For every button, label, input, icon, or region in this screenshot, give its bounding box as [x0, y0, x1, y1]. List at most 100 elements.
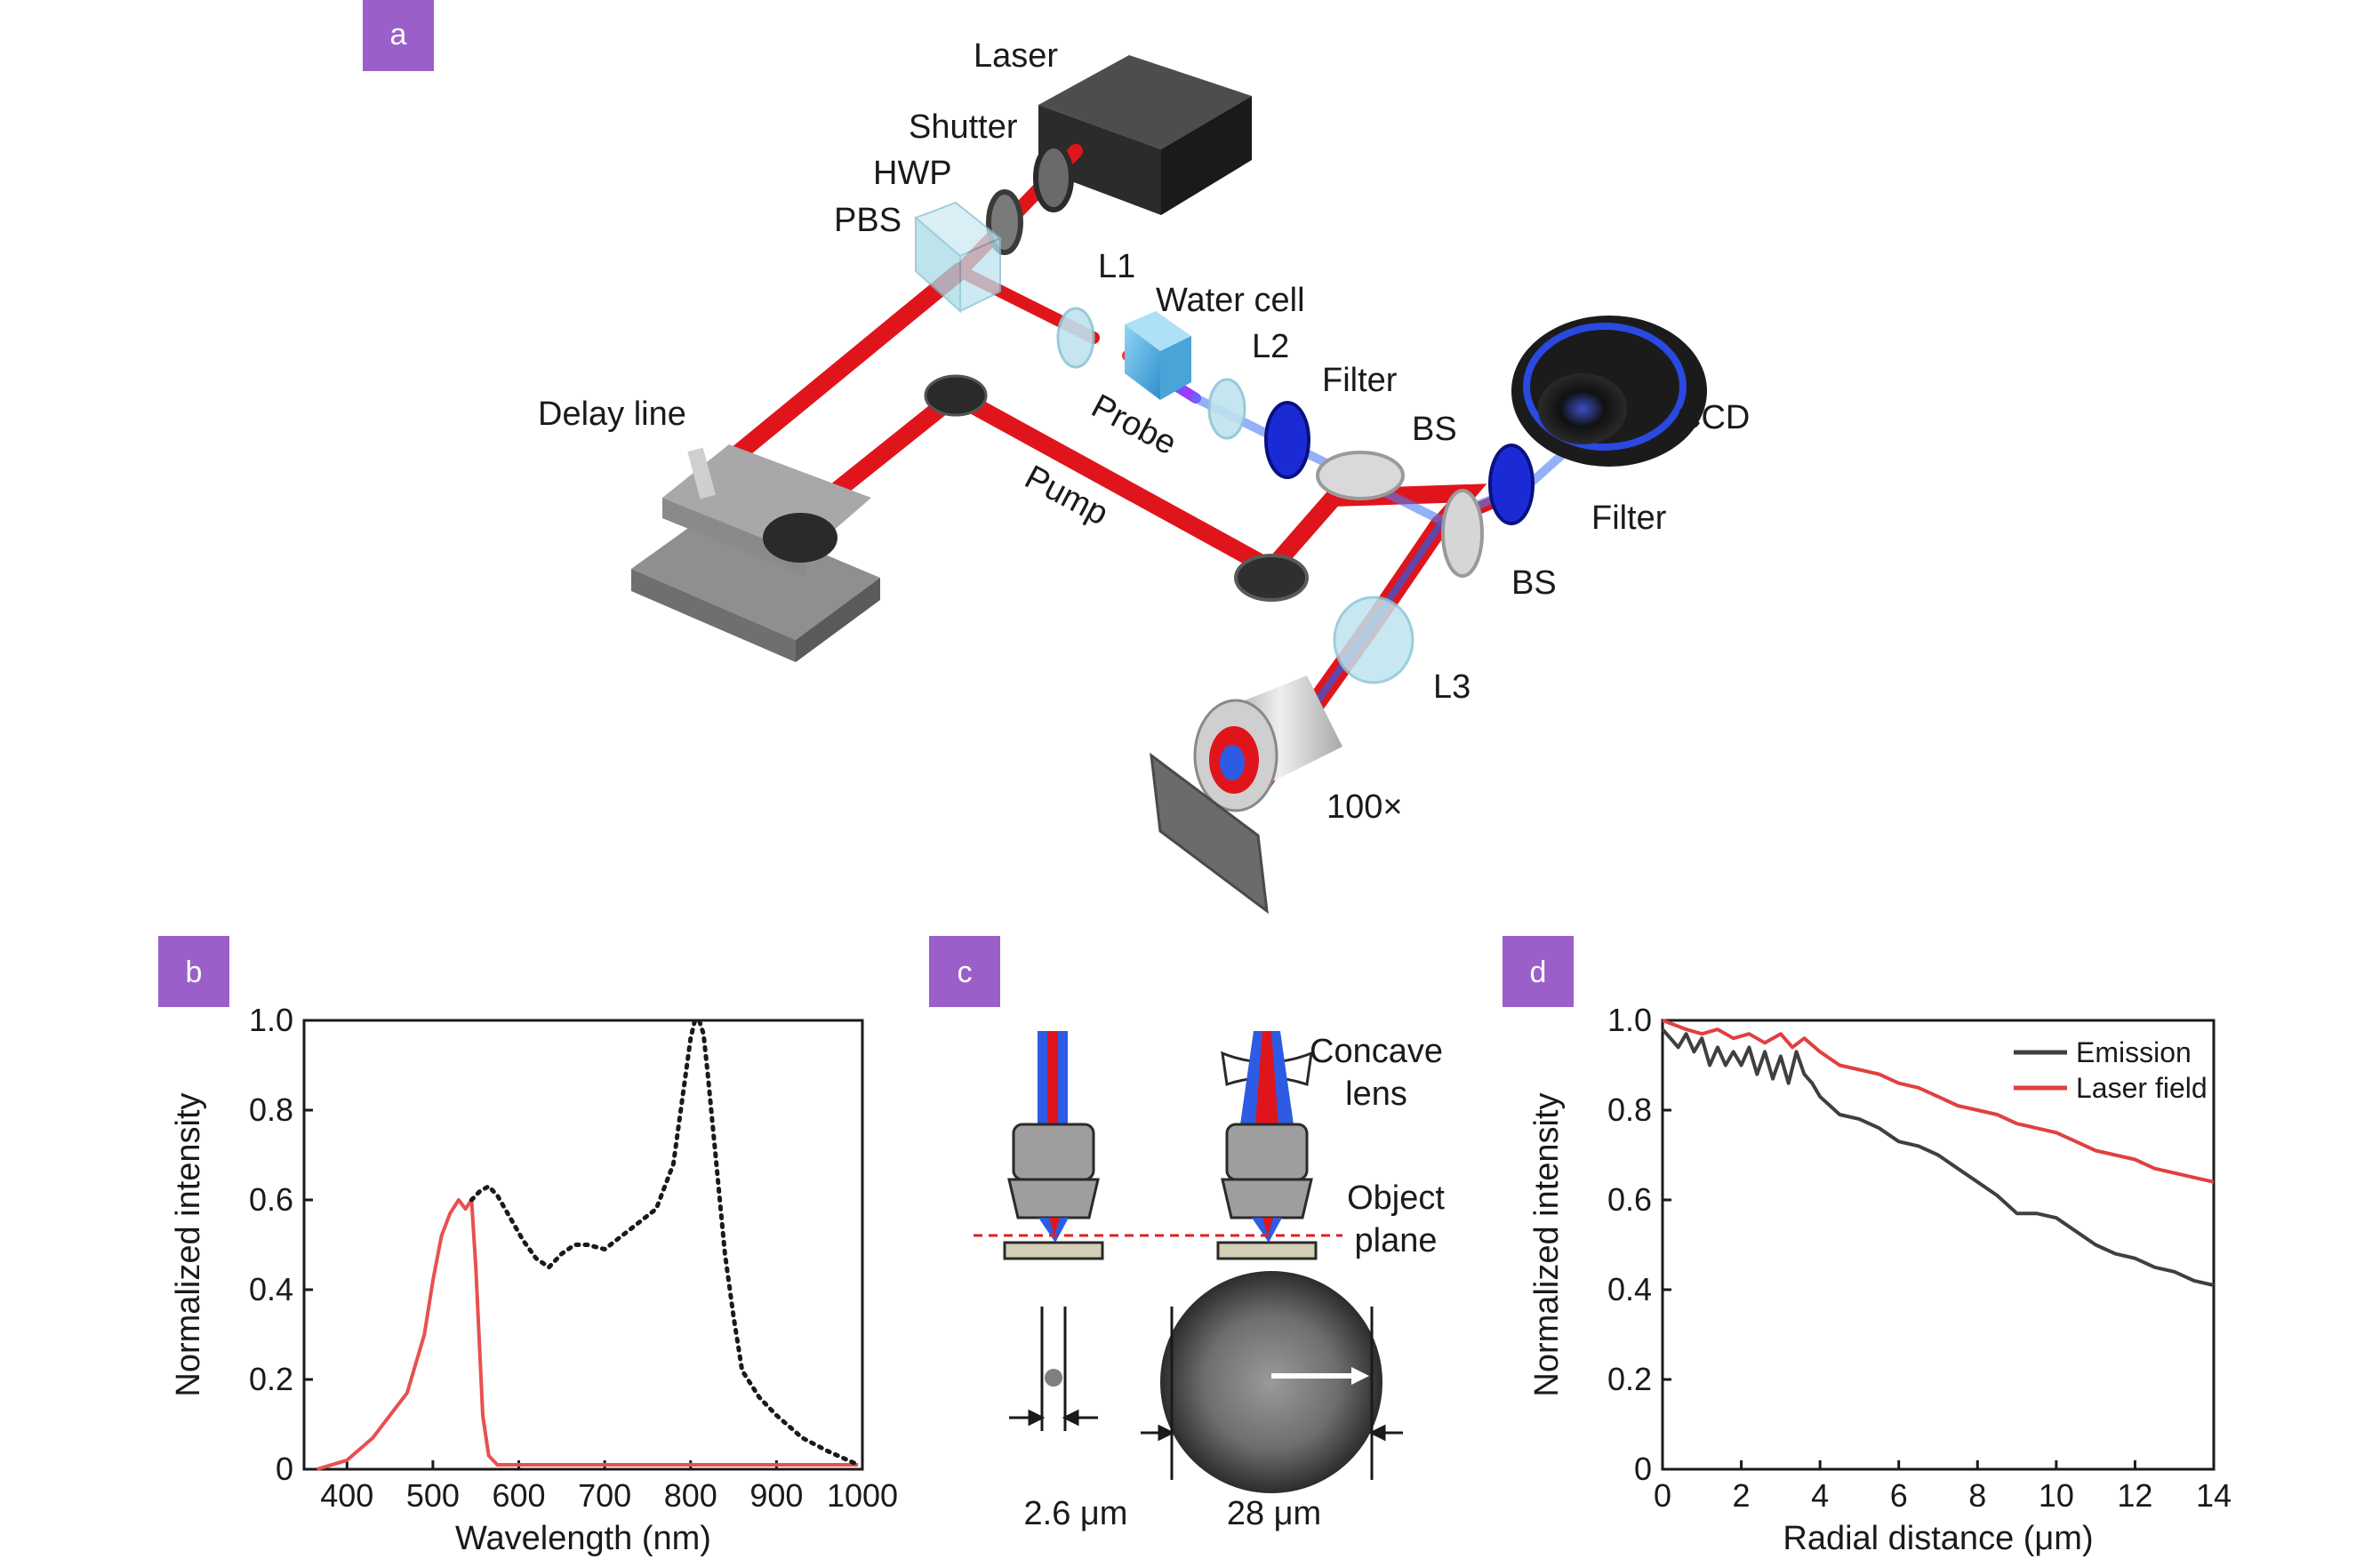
label-size-large: 28 μm	[1227, 1495, 1321, 1532]
label-object-2: plane	[1355, 1222, 1438, 1259]
ccd-camera-icon	[1511, 316, 1707, 467]
x-tick-label: 900	[749, 1477, 803, 1514]
y-tick-label: 0.2	[249, 1361, 293, 1397]
label-delay-line: Delay line	[538, 396, 686, 433]
series-line-emission	[1661, 1027, 2215, 1287]
label-l1: L1	[1098, 248, 1135, 285]
legend-label: Emission	[2076, 1036, 2192, 1068]
label-concave-2: lens	[1345, 1075, 1407, 1113]
x-axis-label: Radial distance (μm)	[1783, 1520, 2093, 1557]
x-tick-label: 800	[664, 1477, 717, 1514]
label-laser: Laser	[974, 37, 1058, 75]
x-tick-label: 12	[2117, 1477, 2152, 1514]
label-bs-right: BS	[1511, 564, 1557, 602]
x-tick-label: 10	[2039, 1477, 2074, 1514]
label-filter-right: Filter	[1591, 500, 1667, 537]
chart-d-frame	[1661, 1019, 2216, 1471]
y-tick-label: 0	[276, 1451, 293, 1487]
x-tick-label: 8	[1968, 1477, 1986, 1514]
label-pbs: PBS	[834, 202, 902, 239]
label-ccd: CCD	[1677, 399, 1750, 436]
objective-100x-icon	[1193, 676, 1342, 812]
water-cell-icon	[1125, 311, 1191, 400]
filter-top-icon	[1264, 401, 1310, 479]
panel-b-label: b	[186, 955, 203, 989]
y-tick-label: 0.2	[1607, 1361, 1652, 1397]
label-probe: Probe	[1086, 388, 1182, 463]
x-tick-label: 2	[1733, 1477, 1751, 1514]
x-axis-label: Wavelength (nm)	[455, 1520, 711, 1557]
label-concave-1: Concave	[1310, 1033, 1443, 1070]
laser-icon	[1038, 55, 1252, 215]
y-axis-label: Normalized intensity	[1528, 1092, 1566, 1396]
label-l2: L2	[1252, 328, 1289, 365]
x-tick-label: 500	[406, 1477, 460, 1514]
beamsplitter-right-icon	[1441, 489, 1484, 578]
y-tick-label: 0.8	[1607, 1091, 1652, 1128]
delay-line-stage-icon	[631, 444, 880, 662]
panel-b-badge	[158, 936, 229, 1007]
focal-spot-icon	[1040, 1307, 1067, 1431]
lens-l3-icon	[1333, 596, 1414, 684]
spectrum-chart: 400 500 600 700 800 900 1000 0 0.2 0.4 0.6 0.8 1.0Wa…	[170, 1002, 898, 1557]
x-tick-label: 6	[1890, 1477, 1908, 1514]
panel-d-label: d	[1530, 955, 1547, 989]
label-size-small: 2.6 μm	[1024, 1495, 1128, 1532]
y-tick-label: 0	[1634, 1451, 1652, 1487]
filter-right-icon	[1488, 444, 1535, 525]
label-objective: 100×	[1326, 788, 1403, 826]
sample-slide-icon	[1216, 1241, 1318, 1260]
shutter-icon	[1033, 143, 1074, 212]
label-object-1: Object	[1347, 1179, 1445, 1217]
y-axis-label: Normalized intensity	[170, 1092, 207, 1396]
x-tick-label: 400	[320, 1477, 373, 1514]
y-tick-label: 0.6	[249, 1181, 293, 1218]
series-line-0	[316, 1198, 859, 1471]
pbs-cube-icon	[914, 201, 1002, 314]
sample-slide-icon	[1003, 1241, 1104, 1260]
legend-label: Laser field	[2076, 1072, 2208, 1104]
focal-spot-icon	[1160, 1271, 1382, 1493]
objective-icon	[1007, 1031, 1100, 1243]
label-bs-top: BS	[1412, 411, 1457, 448]
y-tick-label: 1.0	[249, 1002, 293, 1038]
y-tick-label: 0.4	[249, 1271, 293, 1307]
mirror-icon	[1234, 554, 1309, 602]
label-hwp: HWP	[873, 155, 952, 192]
series-line-laser-field	[1662, 1019, 2215, 1184]
x-tick-label: 0	[1654, 1477, 1671, 1514]
y-tick-label: 1.0	[1607, 1002, 1652, 1038]
x-tick-label: 1000	[827, 1477, 898, 1514]
panel-a-label: a	[390, 18, 407, 52]
panel-a-badge	[363, 0, 434, 71]
x-tick-label: 700	[578, 1477, 631, 1514]
x-tick-label: 4	[1811, 1477, 1829, 1514]
objective-icon	[1221, 1031, 1313, 1243]
label-shutter: Shutter	[909, 108, 1018, 146]
series-line-1	[469, 1018, 861, 1467]
chart-b-frame	[302, 1019, 864, 1471]
panel-d-badge	[1503, 936, 1574, 1007]
x-tick-label: 600	[492, 1477, 545, 1514]
x-tick-label: 14	[2196, 1477, 2232, 1514]
y-tick-label: 0.6	[1607, 1181, 1652, 1218]
mirror-icon	[924, 374, 988, 417]
y-tick-label: 0.8	[249, 1091, 293, 1128]
panel-b: b 400 500 600 700 800 900 1000 0 0.2 0.4 0.6 0.8 1.0…	[158, 936, 898, 1557]
double-arrow-icon	[1141, 1424, 1403, 1442]
double-arrow-icon	[1009, 1409, 1098, 1427]
label-water-cell: Water cell	[1156, 282, 1305, 319]
sample-screen-icon	[1150, 752, 1269, 915]
panel-c: c	[929, 936, 1445, 1532]
panel-c-badge	[929, 936, 1000, 1007]
panel-c-label: c	[958, 955, 973, 989]
lens-l1-icon	[1056, 307, 1095, 369]
panel-a: a	[363, 0, 1750, 915]
label-filter-top: Filter	[1322, 362, 1398, 399]
y-tick-label: 0.4	[1607, 1271, 1652, 1307]
label-l3: L3	[1433, 668, 1470, 706]
lens-l2-icon	[1207, 378, 1246, 440]
